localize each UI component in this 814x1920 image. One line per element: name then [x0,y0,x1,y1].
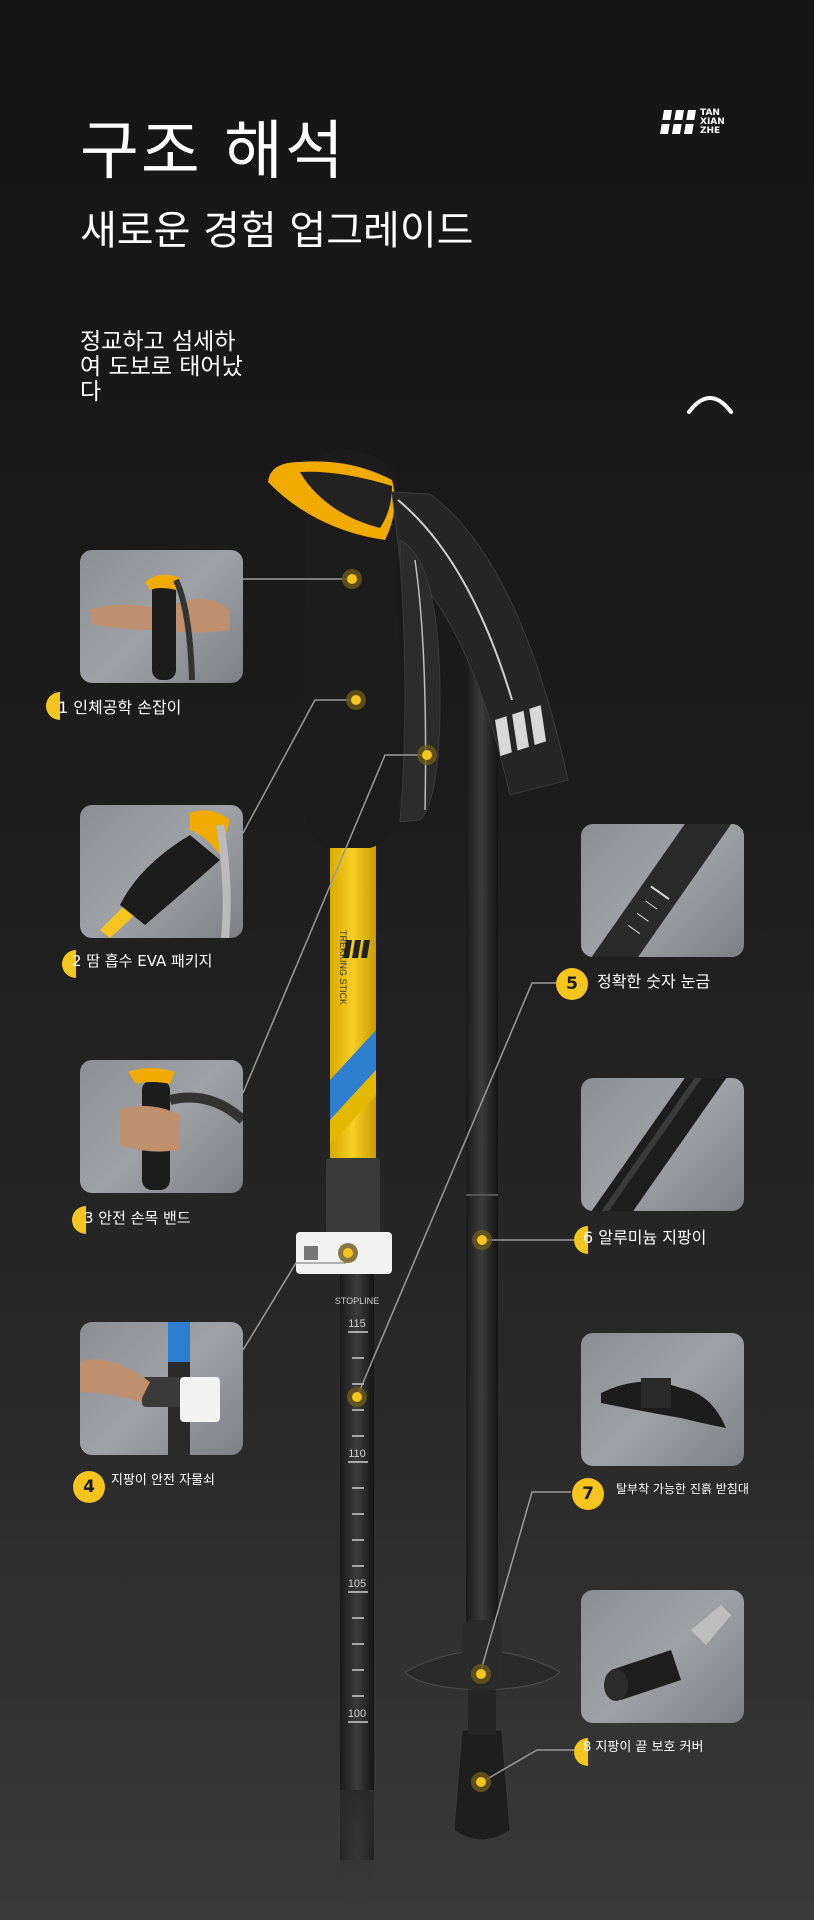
page-subtitle: 새로운 경험 업그레이드 [80,208,474,254]
label-marker [574,1226,588,1254]
feature-label-2: 2 땀 흡수 EVA 패키지 [72,952,213,970]
connector-lines [242,578,578,1783]
brand-line: XIAN [700,117,725,127]
left-pole-lower-shaft [340,1260,374,1860]
thumb-eva-grip [80,805,243,938]
feature-label-3: 3 안전 손목 밴드 [84,1209,191,1227]
feature-label-8: 8 지팡이 끝 보호 커버 [583,1740,704,1755]
feature-label-4: 지팡이 안전 자물쇠 [111,1473,215,1488]
stopline-text: STOPLINE [335,1296,379,1306]
thumb-scale [581,824,744,957]
feature-label-7: 탈부착 가능한 진흙 받침대 [616,1482,749,1496]
feature-badge-5: 5 [556,968,588,1000]
label-marker [72,1206,86,1234]
brand-mark-icon [658,110,698,134]
thumb-safety-lock [80,1322,243,1455]
arc-icon [687,396,733,414]
thumb-wrist-strap [80,1060,243,1193]
thumb-mud-basket [581,1333,744,1466]
brand-logo: TAN XIAN ZHE [658,108,738,138]
feature-badge-7: 7 [572,1478,604,1510]
tagline: 정교하고 섬세하여 도보로 태어났다 [80,329,243,405]
label-marker [46,692,60,720]
brand-line: ZHE [700,126,721,136]
page-title: 구조 해석 [80,115,346,189]
brand-line: TAN [700,108,720,118]
feature-label-5: 정확한 숫자 눈금 [597,972,711,991]
label-marker [62,950,76,978]
scale-mark: 110 [348,1448,366,1460]
thumb-tip-cover [581,1590,744,1723]
scale-mark: 105 [348,1578,366,1590]
feature-label-6: 6 알루미늄 지팡이 [583,1228,707,1247]
eva-grip [300,450,400,848]
thumb-ergonomic-grip [80,550,243,683]
scale-mark: 100 [348,1708,366,1720]
shaft-text: TREKKING STICK [338,930,348,1005]
right-pole-shaft [466,640,498,1640]
shaft-brand-mark [343,940,370,958]
label-marker [574,1738,588,1766]
scale-mark: 115 [348,1318,366,1330]
thumb-aluminum-shaft [581,1078,744,1211]
feature-label-1: 1 인체공학 손잡이 [58,698,182,717]
hotspot-dots [338,569,492,1792]
feature-badge-4: 4 [73,1471,105,1503]
